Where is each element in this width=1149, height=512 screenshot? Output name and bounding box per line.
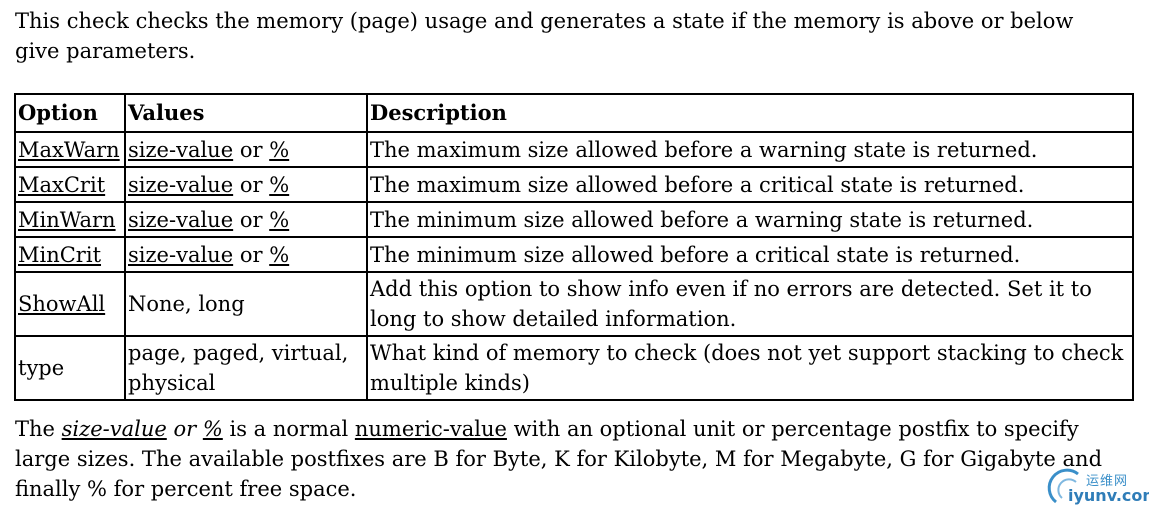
option-link-showall[interactable]: ShowAll	[18, 292, 106, 316]
or-text: or	[239, 172, 263, 197]
or-text: or	[239, 137, 263, 162]
footer-text: is a normal	[222, 417, 355, 441]
watermark: 运维网 iyunv.com	[1042, 462, 1149, 510]
percent-link[interactable]: %	[269, 137, 290, 162]
watermark-url: iyunv.com	[1068, 486, 1149, 505]
percent-link[interactable]: %	[202, 417, 223, 441]
or-text: or	[239, 242, 263, 267]
intro-paragraph: This check checks the memory (page) usag…	[15, 9, 1074, 63]
options-table: Option Values Description MaxWarn size-v…	[14, 93, 1134, 401]
description-cell: Add this option to show info even if no …	[366, 271, 1134, 337]
footer-text: The	[15, 417, 62, 441]
table-header-row: Option Values Description	[14, 93, 1134, 133]
option-type: type	[14, 335, 126, 401]
footer-paragraph: The size-value or % is a normal numeric-…	[15, 414, 1115, 504]
table-row: MinWarn size-value or % The minimum size…	[14, 201, 1134, 238]
percent-link[interactable]: %	[269, 207, 290, 232]
description-cell: The maximum size allowed before a critic…	[366, 166, 1134, 203]
description-cell: The maximum size allowed before a warnin…	[366, 131, 1134, 168]
values-cell: None, long	[124, 271, 368, 337]
size-value-link[interactable]: size-value	[128, 137, 234, 162]
table-row: MinCrit size-value or % The minimum size…	[14, 236, 1134, 273]
footer-text: with an optional unit or percentage post…	[15, 417, 1103, 501]
table-row: ShowAll None, long Add this option to sh…	[14, 271, 1134, 337]
size-value-link[interactable]: size-value	[128, 207, 234, 232]
table-row: MaxCrit size-value or % The maximum size…	[14, 166, 1134, 203]
description-cell: The minimum size allowed before a warnin…	[366, 201, 1134, 238]
values-cell: page, paged, virtual, physical	[124, 335, 368, 401]
table-row: type page, paged, virtual, physical What…	[14, 335, 1134, 401]
option-link-maxcrit[interactable]: MaxCrit	[18, 172, 106, 197]
watermark-cn: 运维网	[1086, 474, 1129, 489]
description-cell: What kind of memory to check (does not y…	[366, 335, 1134, 401]
percent-link[interactable]: %	[269, 242, 290, 267]
option-link-minwarn[interactable]: MinWarn	[18, 207, 116, 232]
percent-link[interactable]: %	[269, 172, 290, 197]
option-link-mincrit[interactable]: MinCrit	[18, 242, 102, 267]
footer-or-text: or	[166, 417, 203, 441]
numeric-value-link[interactable]: numeric-value	[354, 417, 507, 441]
description-cell: The minimum size allowed before a critic…	[366, 236, 1134, 273]
size-value-link[interactable]: size-value	[128, 172, 234, 197]
option-link-maxwarn[interactable]: MaxWarn	[18, 137, 120, 162]
header-values: Values	[124, 93, 368, 133]
table-row: MaxWarn size-value or % The maximum size…	[14, 131, 1134, 168]
watermark-logo-icon	[1047, 468, 1079, 504]
size-value-link[interactable]: size-value	[61, 417, 167, 441]
header-description: Description	[366, 93, 1134, 133]
or-text: or	[239, 207, 263, 232]
header-option: Option	[14, 93, 126, 133]
size-value-link[interactable]: size-value	[128, 242, 234, 267]
